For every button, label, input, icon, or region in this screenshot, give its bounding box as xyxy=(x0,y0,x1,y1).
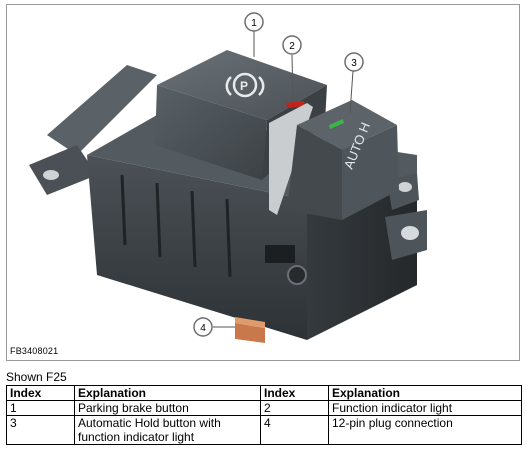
header-explanation: Explanation xyxy=(74,385,261,401)
index-cell: 4 xyxy=(260,415,329,445)
callout-leaders xyxy=(213,31,354,328)
auto-hold-button-top xyxy=(297,100,397,150)
legend-table: Index Explanation Index Explanation 1 Pa… xyxy=(6,385,522,445)
callout-4-label: 4 xyxy=(200,323,206,334)
header-explanation: Explanation xyxy=(328,385,522,401)
left-flange xyxy=(47,65,157,155)
explanation-cell: Parking brake button xyxy=(74,400,261,416)
callout-1-label: 1 xyxy=(251,18,257,29)
table-row: 3 Automatic Hold button with function in… xyxy=(6,415,522,445)
callout-2: 2 xyxy=(282,35,302,55)
housing-ribs xyxy=(120,174,232,278)
table-row: 1 Parking brake button 2 Function indica… xyxy=(6,400,522,416)
switch-drawing: P AUTO H 1 2 3 xyxy=(29,12,427,343)
parking-brake-button-top xyxy=(157,50,327,120)
figure-caption: Shown F25 xyxy=(6,370,67,384)
index-cell: 1 xyxy=(6,400,75,416)
function-indicator-light-red xyxy=(286,101,305,108)
callout-3: 3 xyxy=(344,52,364,72)
switch-illustration: P AUTO H 1 2 3 xyxy=(6,4,520,361)
parking-brake-symbol xyxy=(225,72,265,98)
housing-clip xyxy=(287,265,307,285)
explanation-cell: 12-pin plug connection xyxy=(328,415,522,445)
right-mount-hole-upper xyxy=(398,182,412,192)
plug-connection xyxy=(235,323,265,343)
callout-4: 4 xyxy=(193,317,213,337)
left-mount-hole xyxy=(43,170,59,180)
function-indicator-light-green xyxy=(329,119,344,129)
housing-front xyxy=(87,155,307,340)
explanation-cell: Automatic Hold button with function indi… xyxy=(74,415,261,445)
parking-p-glyph: P xyxy=(240,79,248,93)
explanation-cell: Function indicator light xyxy=(328,400,522,416)
right-mount-hole-lower xyxy=(401,226,419,240)
index-cell: 3 xyxy=(6,415,75,445)
index-cell: 2 xyxy=(260,400,329,416)
callout-3-label: 3 xyxy=(351,58,357,69)
header-index: Index xyxy=(260,385,329,401)
callout-2-label: 2 xyxy=(289,41,295,52)
legend-header-row: Index Explanation Index Explanation xyxy=(6,385,522,401)
housing-slot xyxy=(265,245,295,263)
auto-hold-button-face xyxy=(342,125,399,220)
parking-brake-button-face xyxy=(155,85,267,180)
figure-code: FB3408021 xyxy=(10,346,59,356)
callout-1: 1 xyxy=(244,12,264,32)
auto-hold-button-face-left xyxy=(287,125,342,220)
header-index: Index xyxy=(6,385,75,401)
left-mount-tab xyxy=(29,145,97,195)
plug-connection-top xyxy=(235,317,265,328)
